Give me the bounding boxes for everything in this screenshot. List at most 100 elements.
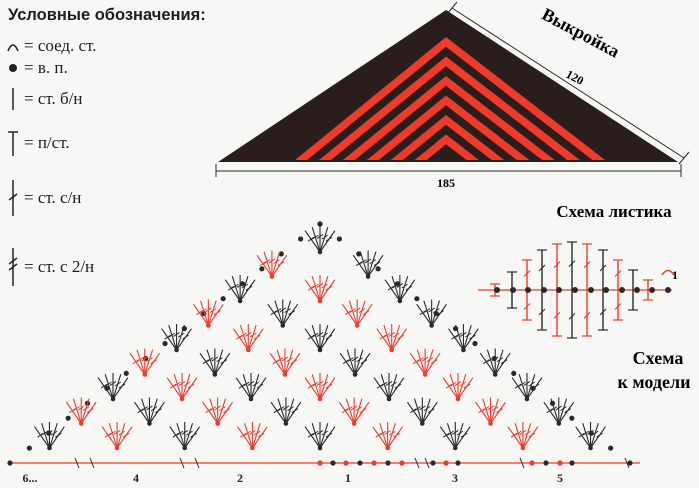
fan-stitch [277, 398, 287, 424]
fan-stitch-bar [263, 259, 271, 265]
fan-stitch [486, 349, 496, 375]
chain-dot [104, 385, 110, 391]
fan-stitch [399, 276, 409, 302]
fan-dot [429, 323, 434, 328]
leaf-start-arc [661, 269, 675, 276]
fan-stitch-bar [196, 310, 203, 316]
fan-stitch-bar [279, 307, 287, 313]
leaf-chain-dot [541, 287, 547, 293]
fan-dot [422, 372, 428, 377]
fan-dot [237, 298, 243, 304]
fan-stitch [482, 398, 492, 424]
fan-stitch-bar [419, 310, 426, 316]
fan-stitch-bar [113, 429, 121, 435]
fan-stitch [251, 426, 268, 449]
fan-stitch-bar [321, 234, 328, 240]
fan-stitch-bar [291, 408, 299, 414]
fan-stitch-bar [591, 430, 599, 436]
fan-stitch-bar [316, 233, 324, 239]
fan-stitch-bar [238, 383, 246, 389]
fan-stitch [271, 251, 281, 277]
fan-stitch-bar [150, 359, 158, 365]
leaf-stitch-bar [553, 261, 561, 269]
chain-dot [455, 460, 461, 466]
fan-stitch-bar [359, 408, 367, 414]
fan-stitch-bar [86, 408, 94, 414]
fan-stitch-bar [396, 282, 404, 288]
fan-stitch [575, 426, 591, 449]
fan-stitch-bar [426, 357, 434, 363]
fan-stitch [250, 374, 260, 400]
fan-stitch-bar [273, 408, 281, 414]
chain-dot-icon [9, 64, 17, 72]
fan-stitch [338, 401, 355, 424]
chain-dot [162, 340, 168, 347]
fan-stitch-bar [456, 430, 464, 436]
fan-stitch [285, 401, 302, 424]
fan-stitch-bar [388, 331, 395, 337]
fan-stitch-bar [437, 310, 444, 316]
fan-stitch [161, 328, 178, 351]
fan-stitch-bar [245, 285, 253, 291]
fan-stitch [34, 426, 50, 449]
fan-stitch-bar [214, 405, 221, 411]
fan-stitch [494, 352, 511, 375]
fan-stitch-bar [100, 383, 108, 389]
chain-dot [317, 221, 323, 227]
fan-stitch [454, 423, 464, 449]
fan-stitch-bar [253, 430, 261, 436]
fan-dot [397, 298, 403, 304]
fan-stitch [311, 423, 321, 449]
fan-stitch-bar [510, 432, 518, 438]
fan-stitch-bar [307, 383, 315, 389]
fan-stitch [354, 352, 371, 375]
fan-stitch-bar [353, 307, 361, 313]
pattern-stripe [414, 134, 479, 160]
leaf-stitch-bar [599, 308, 607, 316]
fan-stitch [387, 426, 403, 449]
model-scheme-title-line2: к модели [618, 372, 691, 392]
leaf-chain-dot [494, 287, 500, 293]
fan-stitch [391, 325, 401, 351]
fan-dot [280, 323, 286, 328]
pattern-triangle [215, 1, 690, 177]
base-tick [624, 457, 630, 469]
leaf-chain-dot [649, 287, 655, 293]
base-tick [74, 457, 80, 469]
fan-stitch-bar [496, 408, 503, 414]
fan-stitch [270, 401, 287, 424]
fan-stitch [354, 349, 364, 375]
fan-stitch-bar [287, 406, 294, 412]
fan-stitch [423, 300, 433, 326]
fan-stitch-bar [141, 356, 149, 362]
fan-stitch [235, 377, 252, 400]
fan-stitch [244, 423, 253, 449]
fan-stitch [380, 374, 390, 400]
fan-stitch [41, 423, 50, 449]
fan-stitch-bar [578, 432, 585, 438]
fan-stitch-bar [514, 430, 522, 436]
fan-stitch-bar [417, 357, 424, 363]
chain-dot [371, 460, 377, 466]
fan-stitch-bar [546, 408, 554, 414]
fan-stitch-bar [232, 283, 239, 289]
fan-stitch [129, 352, 146, 375]
fan-stitch [413, 398, 423, 424]
fan-stitch-bar [169, 383, 177, 389]
leaf-stitch-bar [583, 261, 591, 269]
fan-stitch [479, 352, 496, 375]
fan-stitch [72, 398, 82, 424]
leaf-stitch-bar [599, 264, 607, 272]
fan-stitch [319, 276, 329, 302]
chain-dot [7, 460, 13, 466]
fan-stitch-bar [482, 406, 490, 412]
base-tick [194, 457, 200, 469]
model-scheme-title-line1: Схема [633, 348, 684, 368]
leaf-scheme-title: Схема листика [556, 202, 672, 221]
fan-dot [212, 372, 218, 377]
fan-stitch [356, 303, 373, 326]
fan-stitch [251, 423, 261, 449]
fan-stitch [247, 328, 264, 351]
fan-stitch-bar [37, 432, 44, 438]
fan-stitch [319, 423, 329, 449]
